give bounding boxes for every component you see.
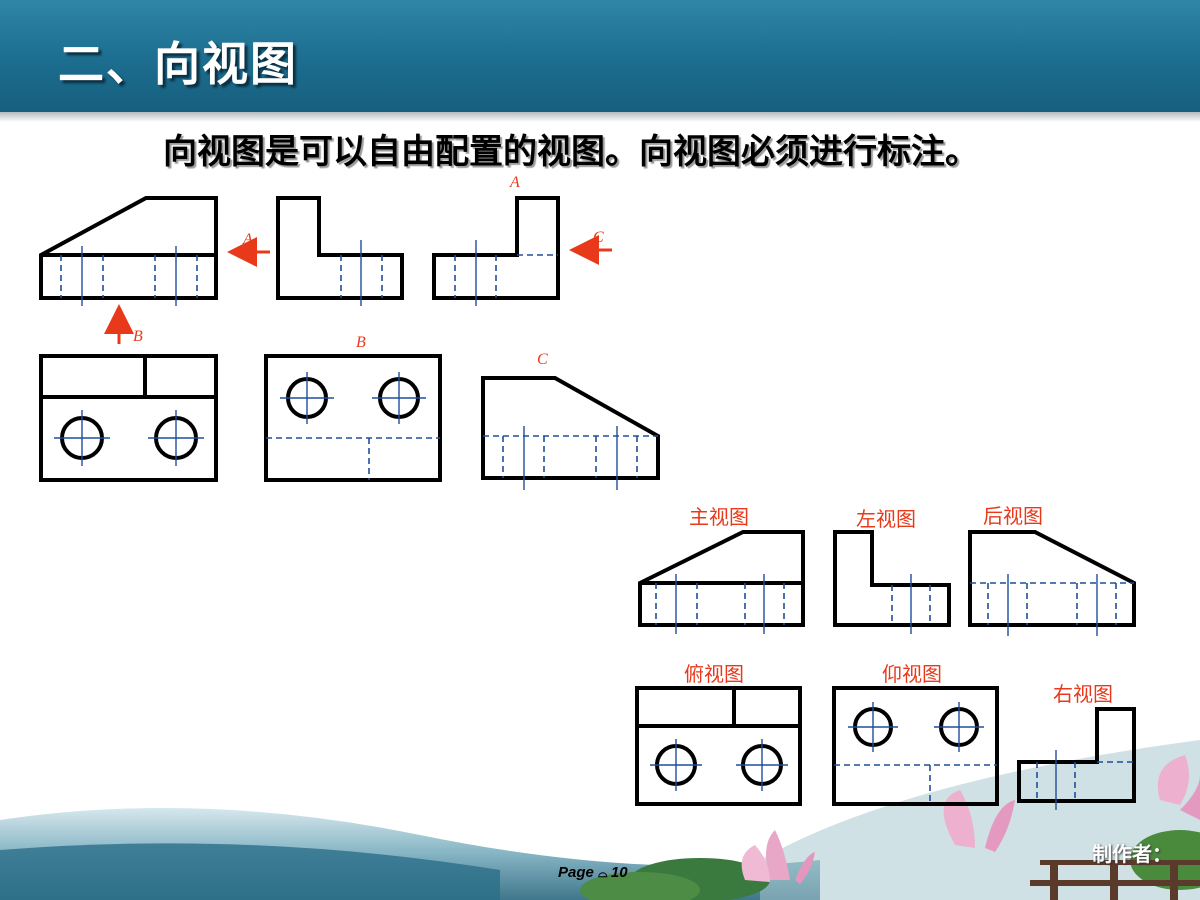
header-bar [0,0,1200,112]
front-view-figure [39,196,218,306]
label-rear-view: 后视图 [983,504,1043,528]
label-arrow-c: C [593,229,604,246]
page-indicator: Page ⌓ 10 [558,864,628,881]
std-top-view-figure [635,686,802,806]
label-view-b: B [356,334,366,351]
std-front-view-figure [638,530,805,634]
slide-subtitle: 向视图是可以自由配置的视图。向视图必须进行标注。 [163,132,979,172]
page-number: 10 [610,864,628,881]
author-label: 制作者： [1092,842,1172,866]
label-bottom-view: 仰视图 [882,662,942,686]
std-left-view-figure [833,530,951,634]
header-shadow [0,112,1200,122]
label-arrow-a: A [243,231,253,248]
view-b-figure [264,354,442,482]
slide-title: 二、向视图 [58,37,298,91]
std-rear-view-figure [968,530,1136,636]
view-c-figure [481,376,660,490]
label-view-a: A [510,174,520,191]
view-a-figure [432,196,560,306]
label-front-view: 主视图 [689,505,749,529]
std-right-view-figure [1017,707,1136,810]
page-label: Page [558,864,599,881]
label-view-c: C [537,351,548,368]
label-top-view: 俯视图 [684,662,744,686]
label-right-view: 右视图 [1053,682,1113,706]
std-bottom-view-figure [832,686,999,806]
left-view-figure [276,196,404,306]
label-left-view: 左视图 [856,507,916,531]
railing [1030,860,1200,900]
page-icon: ⌓ [598,866,611,880]
top-view-figure [39,354,218,482]
label-arrow-b: B [133,328,143,345]
